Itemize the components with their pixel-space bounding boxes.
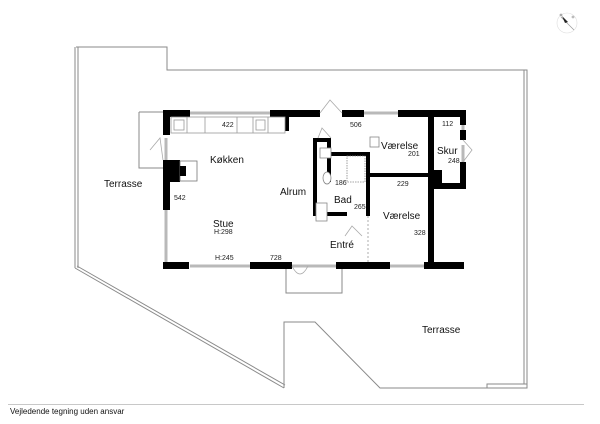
north-arrow-icon [556, 12, 578, 34]
fireplace [179, 160, 198, 182]
room-label-terrasse-south: Terrasse [422, 325, 461, 336]
room-label-stue: Stue [213, 219, 234, 230]
bathroom-fixtures [315, 136, 380, 222]
dim-skur-depth: 248 [448, 158, 460, 165]
footer-divider [8, 404, 584, 405]
dim-bad-depth: 265 [354, 204, 366, 211]
room-label-alrum: Alrum [280, 187, 306, 198]
dim-bad-width: 186 [335, 180, 347, 187]
stue-height-label: H:298 [214, 229, 233, 236]
disclaimer-text: Vejledende tegning uden ansvar [10, 407, 125, 416]
room-label-vaerelse-1: Værelse [381, 141, 419, 152]
room-label-terrasse-west: Terrasse [104, 179, 143, 190]
room-label-skur: Skur [437, 146, 458, 157]
dim-skur-top: 112 [442, 121, 453, 128]
dim-window-height: H:245 [215, 255, 234, 262]
dim-west-depth: 542 [174, 195, 186, 202]
terrace-outline [74, 46, 528, 389]
dim-vaerelse2-width: 229 [397, 181, 409, 188]
room-label-koekken: Køkken [210, 155, 244, 166]
dim-south-width: 728 [270, 255, 282, 262]
dim-north-width: 506 [350, 122, 362, 129]
room-label-bad: Bad [334, 195, 352, 206]
doors [149, 99, 473, 275]
walls [163, 110, 466, 269]
room-label-entre: Entré [330, 240, 354, 251]
room-label-vaerelse-2: Værelse [383, 211, 421, 222]
dim-koekken-width: 422 [222, 122, 234, 129]
dim-vaerelse2-depth: 328 [414, 230, 426, 237]
dim-vaerelse1-depth: 201 [408, 151, 420, 158]
kitchen-counter [170, 116, 286, 134]
